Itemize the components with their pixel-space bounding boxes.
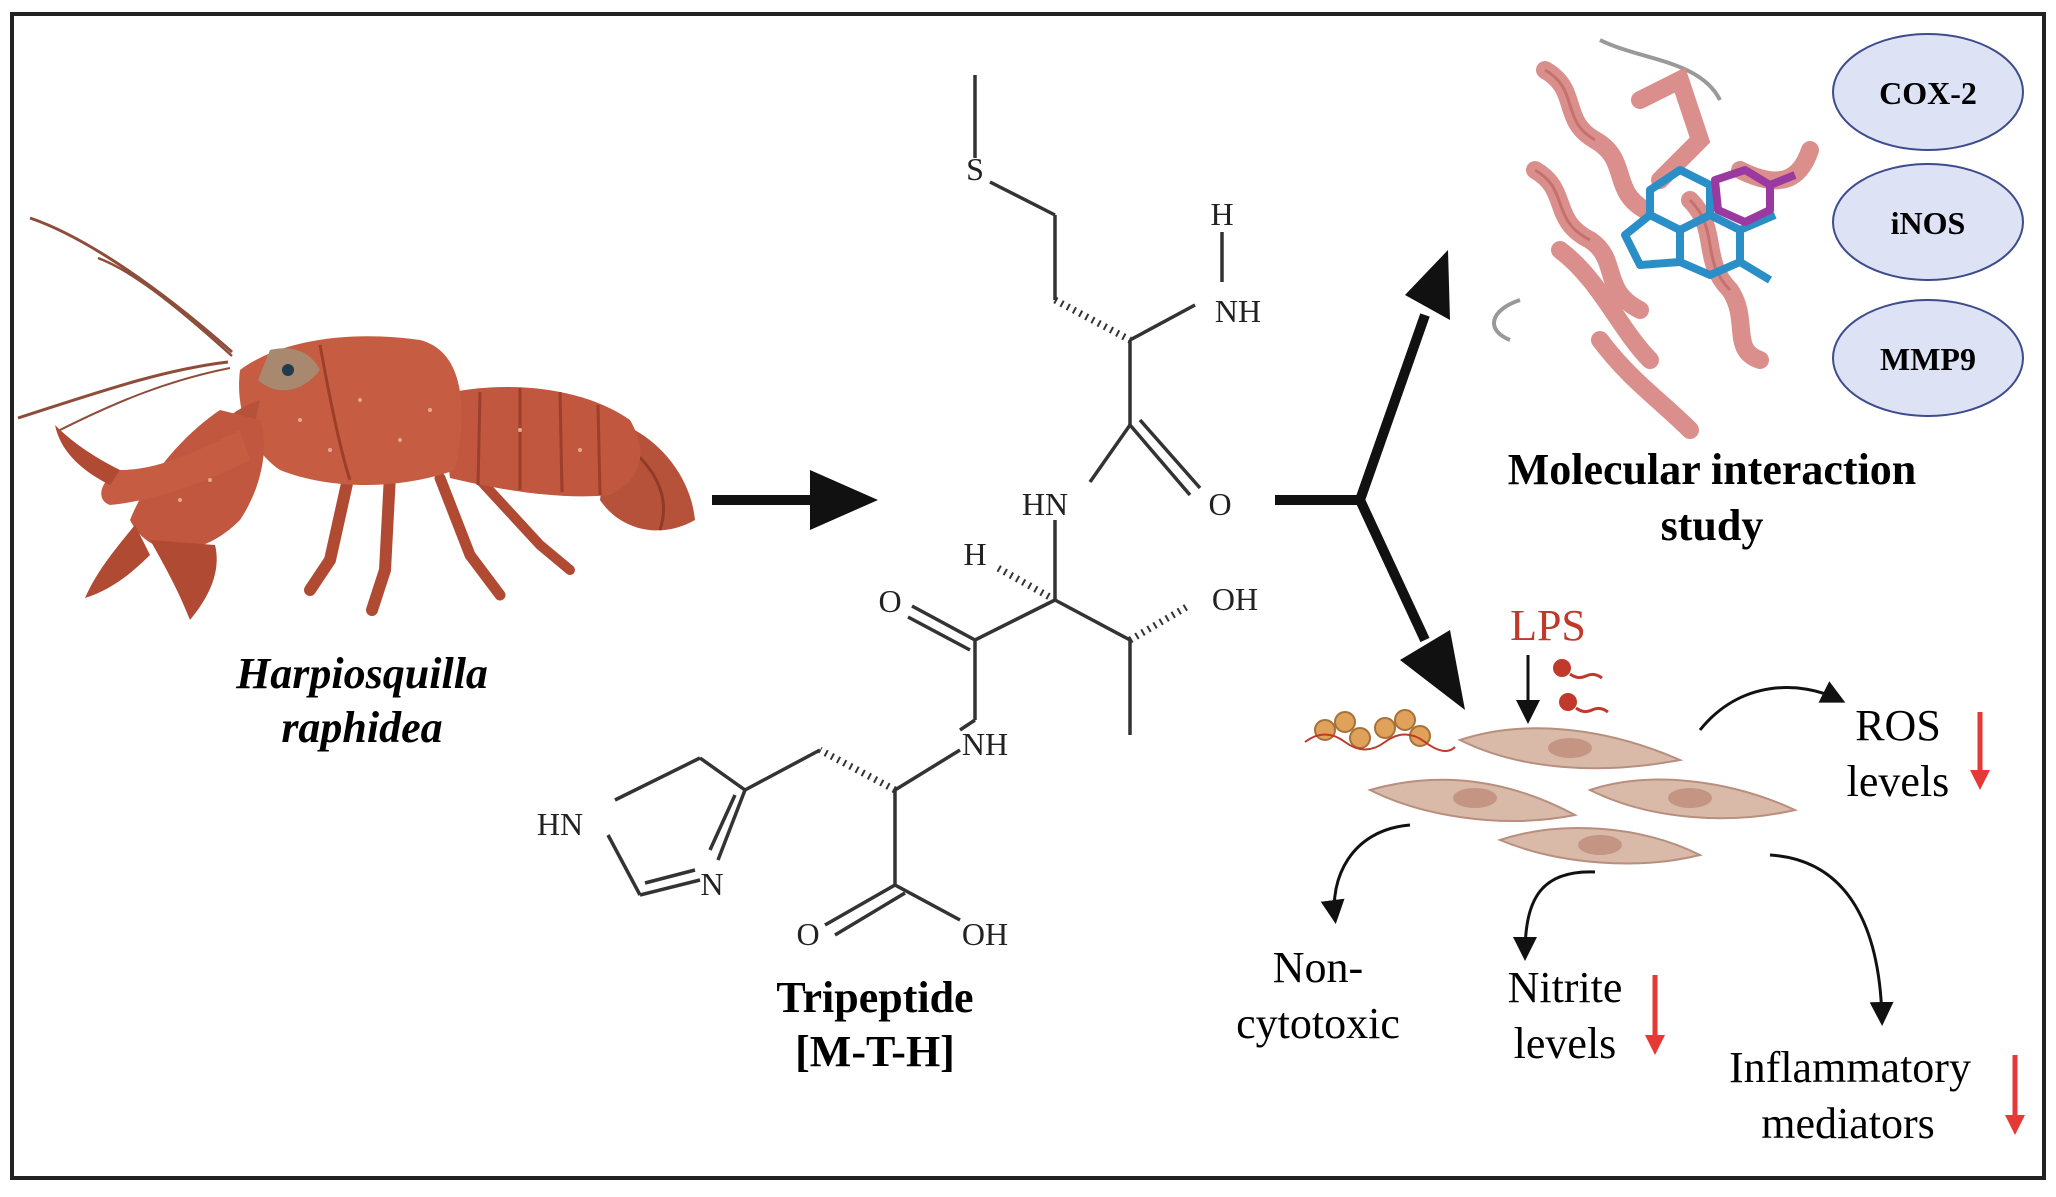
- docking-label-line2: study: [1661, 501, 1764, 550]
- molecule-caption-line2: [M-T-H]: [795, 1027, 955, 1076]
- protein-ribbon: [1492, 38, 1819, 439]
- cell-cluster: [1367, 727, 1799, 865]
- atom-nh-top: NH: [1215, 293, 1261, 329]
- ligand: [1621, 166, 1797, 284]
- cyto-label-line2: cytotoxic: [1236, 999, 1400, 1048]
- target-ellipse-cox2: [1832, 33, 2024, 151]
- atom-n-ring: N: [700, 866, 723, 902]
- species-name-line2: raphidea: [281, 703, 442, 752]
- cyto-label-line1: Non-: [1273, 943, 1363, 992]
- bacteria-cluster: [1304, 709, 1456, 752]
- nitrite-label-line2: levels: [1514, 1019, 1617, 1068]
- atom-o-mid: O: [1208, 486, 1231, 522]
- lps-label: LPS: [1510, 601, 1586, 650]
- species-name-line1: Harpiosquilla: [235, 649, 488, 698]
- inflam-label-line2: mediators: [1761, 1099, 1935, 1148]
- atom-s: S: [966, 151, 984, 187]
- ros-label-line1: ROS: [1855, 701, 1941, 750]
- atom-hn-mid: HN: [1022, 486, 1068, 522]
- inflam-label-line1: Inflammatory: [1729, 1043, 1971, 1092]
- target-ellipse-inos: [1832, 163, 2024, 281]
- atom-o-left: O: [878, 583, 901, 619]
- outcome-arrows: [1320, 681, 1894, 1026]
- docking-label-line1: Molecular interaction: [1508, 445, 1917, 494]
- shrimp-illustration: [17, 216, 695, 620]
- target-ellipse-mmp9: [1832, 299, 2024, 417]
- tripeptide-structure: [606, 75, 1224, 937]
- atom-nh-low: NH: [962, 726, 1008, 762]
- nitrite-label-line1: Nitrite: [1508, 963, 1623, 1012]
- molecule-caption-line1: Tripeptide: [776, 973, 973, 1022]
- figure-border: [10, 12, 2046, 1180]
- atom-labels: S H NH HN O H OH O NH HN N O OH: [537, 151, 1261, 952]
- atom-h-mid: H: [963, 536, 986, 572]
- flow-arrow-1: [712, 470, 878, 530]
- ros-label-line2: levels: [1847, 757, 1950, 806]
- atom-h-top: H: [1210, 196, 1233, 232]
- branch-arrow: [1275, 250, 1465, 710]
- lps-molecules: [1553, 659, 1609, 714]
- atom-oh-acid: OH: [962, 916, 1008, 952]
- target-label-mmp9: MMP9: [1880, 341, 1976, 377]
- atom-oh-mid: OH: [1212, 581, 1258, 617]
- target-label-cox2: COX-2: [1879, 75, 1977, 111]
- target-label-inos: iNOS: [1891, 205, 1966, 241]
- atom-o-acid: O: [796, 916, 819, 952]
- target-list: COX-2 iNOS MMP9: [1832, 33, 2024, 417]
- atom-hn-ring: HN: [537, 806, 583, 842]
